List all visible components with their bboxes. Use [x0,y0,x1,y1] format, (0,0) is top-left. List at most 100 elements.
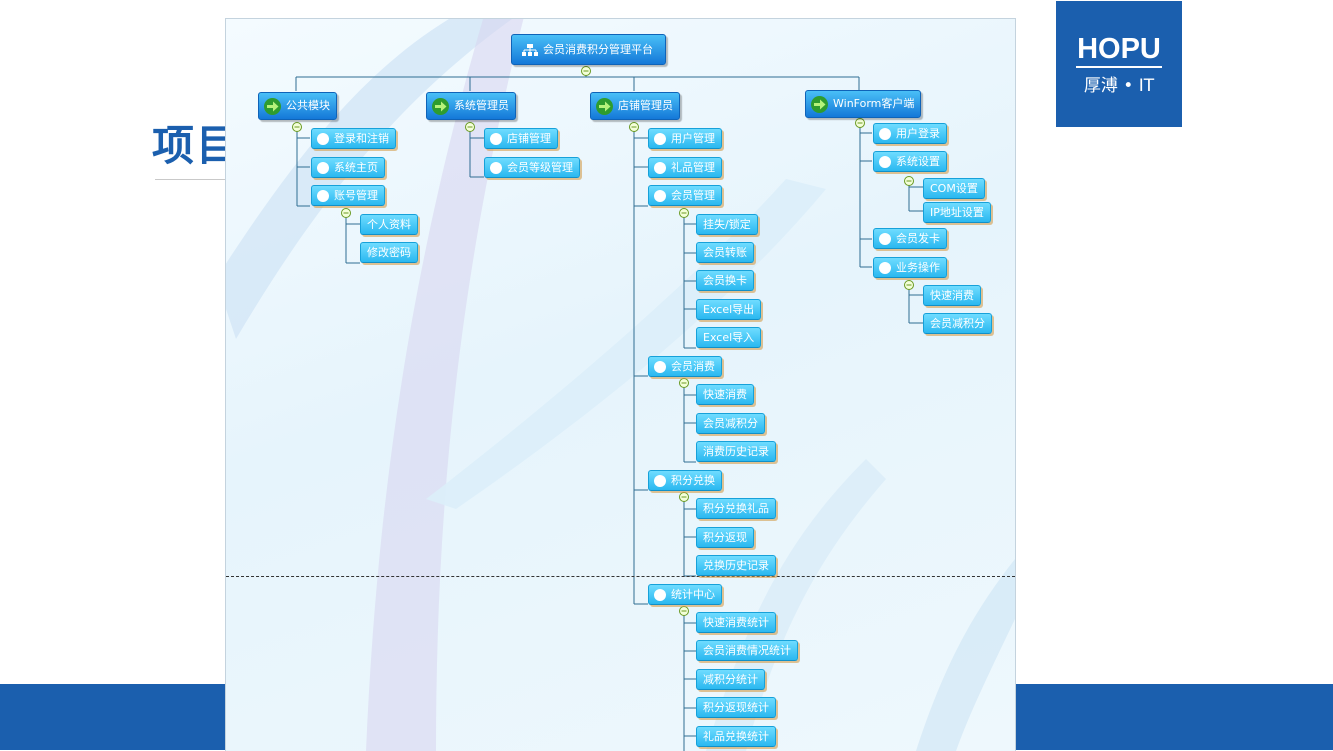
node-business-operations[interactable]: 业务操作 [873,257,947,278]
node-system-home[interactable]: 系统主页 [311,157,385,178]
branch-winform-client[interactable]: WinForm客户端 [805,90,922,118]
green-arrow-icon [596,98,613,115]
bullet-icon [317,133,329,145]
node-label: 快速消费 [930,289,974,302]
node-member-card-issue[interactable]: 会员发卡 [873,228,947,249]
node-label: 会员消费情况统计 [703,644,791,657]
node-user-login[interactable]: 用户登录 [873,123,947,144]
node-cashback-stats[interactable]: 积分返现统计 [696,697,776,718]
node-label: 个人资料 [367,218,411,231]
node-shop-management[interactable]: 店铺管理 [484,128,558,149]
node-label: 挂失/锁定 [703,218,751,231]
branch-label: WinForm客户端 [833,97,915,110]
node-label: Excel导出 [703,303,755,316]
node-label: COM设置 [930,182,978,195]
node-points-cashback[interactable]: 积分返现 [696,527,754,548]
node-gift-management[interactable]: 礼品管理 [648,157,722,178]
title-divider [155,179,230,180]
bullet-icon [654,162,666,174]
node-label: 消费历史记录 [703,445,769,458]
node-label: 登录和注销 [334,132,389,145]
node-gift-exchange-stats[interactable]: 礼品兑换统计 [696,726,776,747]
node-excel-import[interactable]: Excel导入 [696,327,762,348]
node-label: 用户管理 [671,132,715,145]
node-label: 会员管理 [671,189,715,202]
node-exchange-history[interactable]: 兑换历史记录 [696,555,776,576]
page-break-line [226,576,1015,577]
green-arrow-icon [264,98,281,115]
branch-system-admin[interactable]: 系统管理员 [426,92,516,120]
node-ip-settings[interactable]: IP地址设置 [923,202,991,223]
bullet-icon [879,233,891,245]
branch-public-module[interactable]: 公共模块 [258,92,337,120]
root-node[interactable]: 会员消费积分管理平台 [511,34,666,65]
node-label: 积分返现 [703,531,747,544]
green-arrow-icon [432,98,449,115]
node-personal-info[interactable]: 个人资料 [360,214,418,235]
node-points-exchange[interactable]: 积分兑换 [648,470,722,491]
node-label: 快速消费 [703,388,747,401]
node-deduct-points-stats[interactable]: 减积分统计 [696,669,765,690]
node-label: 积分返现统计 [703,701,769,714]
node-label: 会员消费 [671,360,715,373]
node-member-consume-stats[interactable]: 会员消费情况统计 [696,640,798,661]
node-member-level-management[interactable]: 会员等级管理 [484,157,580,178]
node-winform-quick-consume[interactable]: 快速消费 [923,285,981,306]
mindmap-screenshot: 会员消费积分管理平台 公共模块 系统管理员 店铺管理员 WinForm客户端 登… [225,18,1016,751]
logo-wordmark: HOPU [1077,33,1161,65]
node-label: 账号管理 [334,189,378,202]
node-system-settings[interactable]: 系统设置 [873,151,947,172]
node-label: 积分兑换 [671,474,715,487]
node-label: 统计中心 [671,588,715,601]
node-member-card-replace[interactable]: 会员换卡 [696,270,754,291]
hopu-logo: HOPU 厚溥 • IT [1056,1,1182,127]
node-label: 积分兑换礼品 [703,502,769,515]
node-label: 系统设置 [896,155,940,168]
node-label: 系统主页 [334,161,378,174]
node-statistics-center[interactable]: 统计中心 [648,584,722,605]
node-report-loss-lock[interactable]: 挂失/锁定 [696,214,758,235]
bullet-icon [654,190,666,202]
node-user-management[interactable]: 用户管理 [648,128,722,149]
bullet-icon [879,156,891,168]
slide-title: 项目 [152,121,241,170]
node-winform-deduct-points[interactable]: 会员减积分 [923,313,992,334]
node-points-for-gift[interactable]: 积分兑换礼品 [696,498,776,519]
node-quick-consume[interactable]: 快速消费 [696,384,754,405]
bullet-icon [490,133,502,145]
bullet-icon [654,589,666,601]
node-member-consumption[interactable]: 会员消费 [648,356,722,377]
bullet-icon [654,133,666,145]
node-label: 礼品兑换统计 [703,730,769,743]
node-account-management[interactable]: 账号管理 [311,185,385,206]
node-label: 礼品管理 [671,161,715,174]
node-label: 会员等级管理 [507,161,573,174]
branch-label: 店铺管理员 [618,99,673,112]
bullet-icon [654,361,666,373]
bullet-icon [654,475,666,487]
node-member-transfer[interactable]: 会员转账 [696,242,754,263]
bullet-icon [317,162,329,174]
logo-subtitle: 厚溥 • IT [1083,76,1155,96]
node-label: 会员换卡 [703,274,747,287]
node-label: 兑换历史记录 [703,559,769,572]
node-label: 修改密码 [367,246,411,259]
org-chart-icon [522,44,538,56]
node-com-settings[interactable]: COM设置 [923,178,985,199]
node-change-password[interactable]: 修改密码 [360,242,418,263]
node-quick-consume-stats[interactable]: 快速消费统计 [696,612,776,633]
node-label: IP地址设置 [930,206,984,219]
node-label: 用户登录 [896,127,940,140]
node-member-management[interactable]: 会员管理 [648,185,722,206]
node-excel-export[interactable]: Excel导出 [696,299,762,320]
node-login-logout[interactable]: 登录和注销 [311,128,396,149]
branch-shop-admin[interactable]: 店铺管理员 [590,92,680,120]
connector-lines [292,66,923,751]
bullet-icon [879,128,891,140]
node-label: 会员转账 [703,246,747,259]
node-label: 会员减积分 [703,417,758,430]
node-consume-history[interactable]: 消费历史记录 [696,441,776,462]
node-member-deduct-points[interactable]: 会员减积分 [696,413,765,434]
bullet-icon [317,190,329,202]
bullet-icon [879,262,891,274]
